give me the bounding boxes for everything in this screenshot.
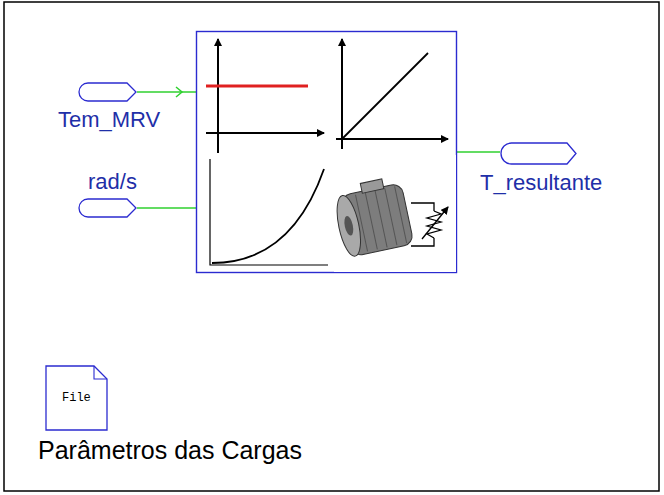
load-block	[196, 31, 457, 273]
port-symbol	[78, 82, 137, 102]
port-name: rad/s	[88, 169, 137, 195]
input-port: rad/s	[78, 198, 137, 218]
outer-frame	[4, 2, 659, 491]
port-symbol	[78, 198, 137, 218]
input-port: Tem_MRV	[78, 82, 137, 102]
port-name: T_resultante	[480, 170, 602, 196]
block-name: Parâmetros das Cargas	[38, 436, 302, 465]
file-icon-text: File	[62, 391, 91, 405]
signal-line	[137, 87, 196, 97]
port-name: Tem_MRV	[58, 107, 160, 133]
signal-line	[457, 152, 500, 153]
output-port: T_resultante	[500, 142, 577, 165]
file-block: FileParâmetros das Cargas	[45, 365, 108, 431]
load-block-illustration	[196, 31, 457, 273]
signal-line	[137, 208, 196, 209]
port-symbol	[500, 142, 577, 165]
